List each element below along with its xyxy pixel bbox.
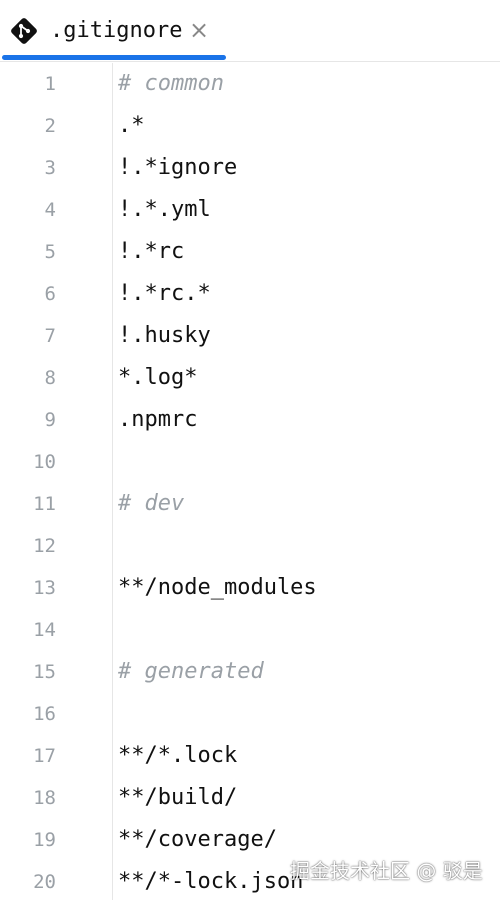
editor-line: 16: [0, 693, 500, 735]
line-number: 9: [44, 409, 56, 431]
editor-line: 14: [0, 609, 500, 651]
tab-bar: .gitignore ×: [0, 0, 500, 62]
editor-line: 7 !.husky: [0, 315, 500, 357]
line-number: 15: [33, 661, 56, 683]
line-number: 5: [44, 241, 56, 263]
editor-line: 9 .npmrc: [0, 399, 500, 441]
line-number: 4: [44, 199, 56, 221]
editor-line: 4 !.*.yml: [0, 189, 500, 231]
line-number: 3: [44, 157, 56, 179]
code-text[interactable]: *.log*: [118, 365, 198, 390]
editor-line: 6 !.*rc.*: [0, 273, 500, 315]
line-number: 7: [44, 325, 56, 347]
tab-file-name: .gitignore: [50, 18, 183, 43]
code-text[interactable]: !.*rc: [118, 239, 185, 264]
code-text[interactable]: **/node_modules: [118, 575, 317, 600]
code-text[interactable]: !.*rc.*: [118, 281, 211, 306]
gutter-divider: [112, 63, 113, 900]
code-text[interactable]: !.husky: [118, 323, 211, 348]
code-comment[interactable]: # dev: [118, 491, 185, 516]
line-number: 8: [44, 367, 56, 389]
line-number: 10: [33, 451, 56, 473]
editor-line: 8 *.log*: [0, 357, 500, 399]
editor-line: 1 # common: [0, 63, 500, 105]
code-text[interactable]: **/*.lock: [118, 743, 238, 768]
editor-line: 15 # generated: [0, 651, 500, 693]
git-icon: [11, 18, 37, 44]
line-number: 18: [33, 787, 56, 809]
editor-line: 19 **/coverage/: [0, 819, 500, 861]
code-text[interactable]: !.*.yml: [118, 197, 211, 222]
line-number: 12: [33, 535, 56, 557]
line-number: 13: [33, 577, 56, 599]
watermark-text: 掘金技术社区 @ 驳是: [290, 859, 483, 883]
close-icon[interactable]: ×: [189, 16, 210, 44]
editor-line: 12: [0, 525, 500, 567]
code-text[interactable]: .npmrc: [118, 407, 198, 432]
active-tab-indicator: [2, 55, 226, 60]
code-text[interactable]: !.*ignore: [118, 155, 238, 180]
editor-line: 13 **/node_modules: [0, 567, 500, 609]
editor-line: 5 !.*rc: [0, 231, 500, 273]
editor-line: 2 .*: [0, 105, 500, 147]
line-number: 19: [33, 829, 56, 851]
code-comment[interactable]: # common: [118, 71, 224, 96]
code-text[interactable]: **/coverage/: [118, 827, 277, 852]
line-number: 14: [33, 619, 56, 641]
line-number: 1: [44, 73, 56, 95]
editor-line: 17 **/*.lock: [0, 735, 500, 777]
line-number: 17: [33, 745, 56, 767]
line-number: 2: [44, 115, 56, 137]
editor-line: 3 !.*ignore: [0, 147, 500, 189]
code-text[interactable]: **/build/: [118, 785, 238, 810]
line-number: 16: [33, 703, 56, 725]
line-number: 11: [33, 493, 56, 515]
line-number: 20: [33, 871, 56, 893]
line-number: 6: [44, 283, 56, 305]
editor-line: 18 **/build/: [0, 777, 500, 819]
editor-line: 20 **/*-lock.json: [0, 861, 500, 903]
editor-line: 11 # dev: [0, 483, 500, 525]
code-editor[interactable]: 1 # common 2 .* 3 !.*ignore 4 !.*.yml 5 …: [0, 63, 500, 900]
code-comment[interactable]: # generated: [118, 659, 264, 684]
code-text[interactable]: .*: [118, 113, 145, 138]
code-text[interactable]: **/*-lock.json: [118, 869, 304, 894]
tab-gitignore[interactable]: .gitignore ×: [0, 0, 226, 62]
editor-line: 10: [0, 441, 500, 483]
